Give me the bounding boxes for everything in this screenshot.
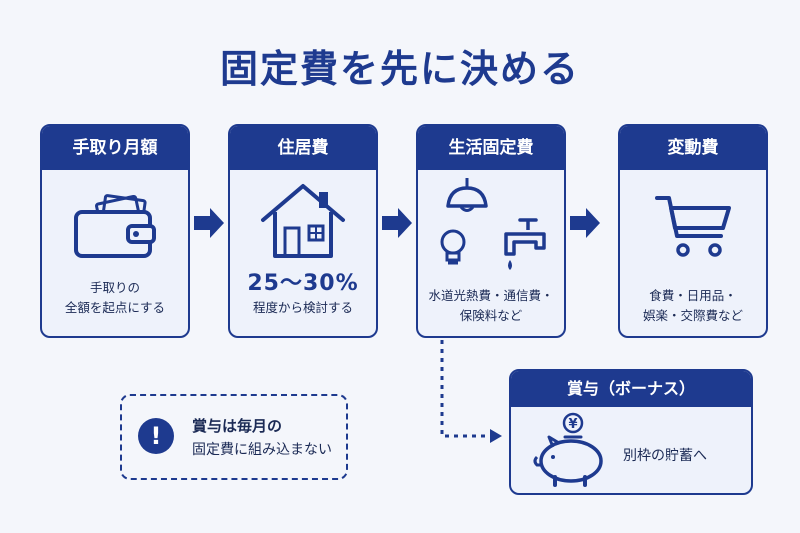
card-description: 25～30% 程度から検討する [247,271,359,316]
card-description: 水道光熱費・通信費・ 保険料など [428,288,554,323]
note-box: ! 賞与は毎月の 固定費に組み込まない [120,394,348,480]
lamp-icon [444,178,490,218]
arrow-right-icon [570,208,600,238]
card-variable: 変動費 食費・日用品・ 娯楽・交際費など [618,124,768,338]
piggy-bank-icon: ¥ [529,411,611,493]
faucet-icon [496,214,556,278]
arrow-right-icon [194,208,224,238]
bonus-heading: 賞与（ボーナス） [511,371,751,407]
note-text: 賞与は毎月の 固定費に組み込まない [192,417,332,458]
card-take-home: 手取り月額 手取りの 全額を起点にする [40,124,190,338]
bonus-text: 別枠の貯蓄へ [623,448,707,464]
card-description: 手取りの 全額を起点にする [64,280,166,315]
card-living-fixed: 生活固定費 水道光熱費・通信費・ 保険料など [416,124,566,338]
page-title: 固定費を先に決める [219,47,580,91]
svg-text:¥: ¥ [568,417,577,432]
card-heading: 住居費 [230,126,376,170]
house-icon [230,180,376,262]
card-housing: 住居費 25～30% 程度から検討する [228,124,378,338]
card-heading: 生活固定費 [418,126,564,170]
bulb-icon [436,228,470,270]
card-description: 食費・日用品・ 娯楽・交際費など [642,288,743,323]
card-heading: 手取り月額 [42,126,188,170]
card-heading: 変動費 [620,126,766,170]
dotted-connector [440,340,502,443]
bonus-box: 賞与（ボーナス） ¥ 別枠の貯蓄へ [509,369,753,495]
svg-text:!: ! [151,422,162,450]
cart-icon [620,192,766,262]
wallet-icon [42,194,188,260]
exclamation-icon: ! [136,416,176,460]
arrow-right-icon [382,208,412,238]
